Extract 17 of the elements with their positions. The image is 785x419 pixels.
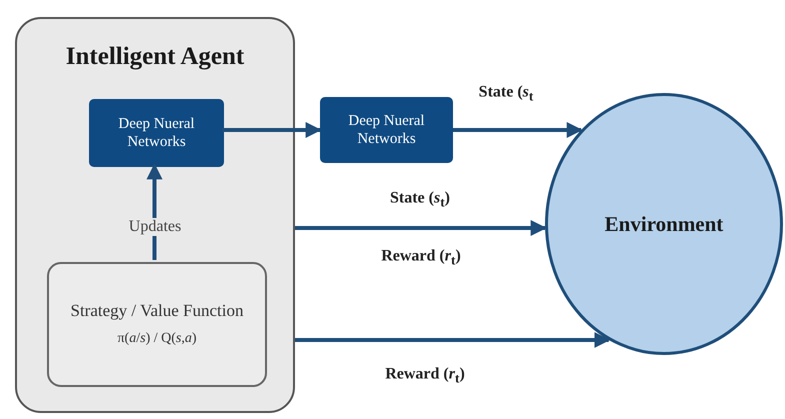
process-box: Deep Nueral Networks xyxy=(89,99,224,167)
signal-label: Reward (r$_{t}$) xyxy=(380,247,462,269)
environment-circle: Environment xyxy=(545,93,783,355)
edge-label: Reward (r$_{t}$) xyxy=(384,365,466,387)
arrow xyxy=(295,332,610,348)
container-heading: Intelligent Agent xyxy=(64,43,246,71)
arrow xyxy=(295,220,547,236)
process-box: Deep Nueral Networks xyxy=(320,97,453,163)
edge-label: Updates xyxy=(126,218,184,236)
agent-container xyxy=(15,17,295,413)
edge-label: State (s$_{t}$) xyxy=(389,189,451,211)
formula: π(a/s) / Q(s,a) xyxy=(116,331,198,348)
arrow xyxy=(222,122,322,138)
box-title: Strategy / Value Function xyxy=(70,300,244,322)
arrow xyxy=(453,122,583,138)
function-box xyxy=(47,262,267,387)
edge-label: State (s$_{t}$ xyxy=(478,83,534,105)
